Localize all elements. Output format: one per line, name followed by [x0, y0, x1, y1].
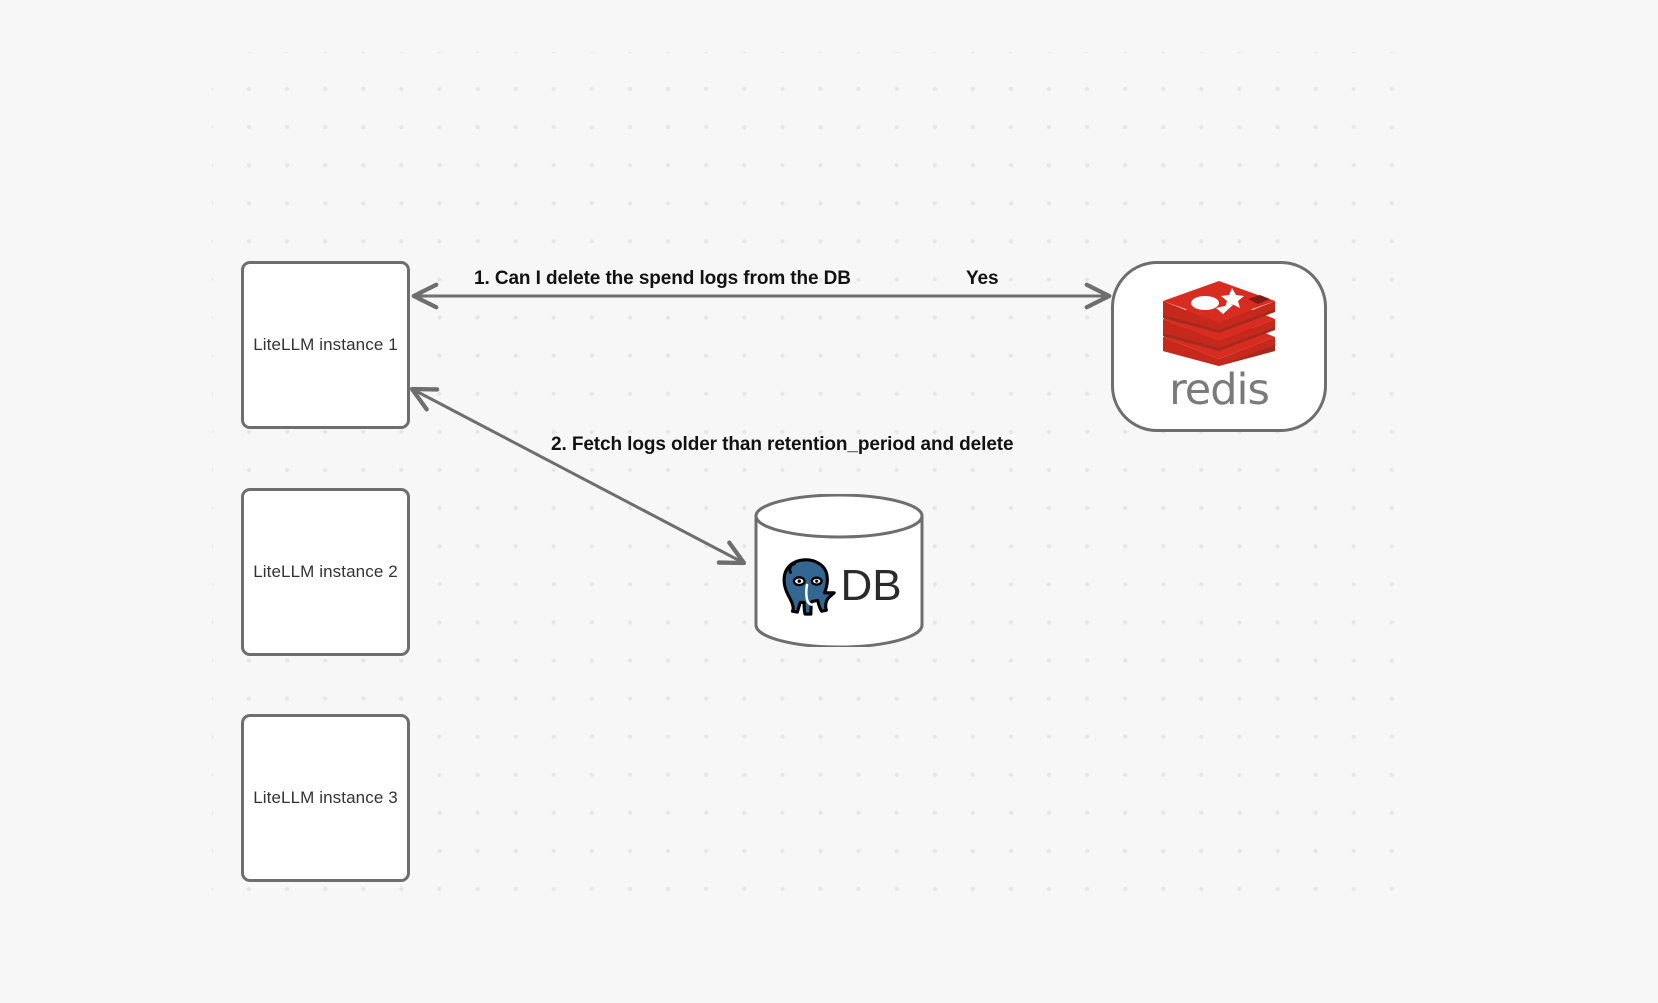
node-label: LiteLLM instance 2: [253, 562, 398, 581]
node-label: LiteLLM instance 1: [253, 335, 398, 354]
node-db[interactable]: DB: [753, 494, 925, 647]
node-litellm-instance-2[interactable]: LiteLLM instance 2: [241, 488, 410, 656]
redis-logo-icon: [1163, 281, 1275, 366]
db-label: DB: [840, 560, 902, 610]
edge-litellm1-db: [409, 386, 747, 566]
db-logo-group: DB: [753, 494, 925, 647]
node-litellm-instance-1[interactable]: LiteLLM instance 1: [241, 261, 410, 429]
edge-label-step-1: 1. Can I delete the spend logs from the …: [474, 268, 851, 289]
edge-label-yes: Yes: [966, 268, 999, 289]
redis-wordmark: redis: [1169, 365, 1270, 415]
cylinder-shape: [754, 494, 924, 647]
node-label: LiteLLM instance 3: [253, 788, 398, 807]
node-litellm-instance-3[interactable]: LiteLLM instance 3: [241, 714, 410, 882]
node-redis[interactable]: redis: [1111, 261, 1327, 432]
postgresql-elephant-icon: [783, 557, 837, 616]
edge-label-step-2: 2. Fetch logs older than retention_perio…: [551, 434, 1014, 455]
redis-logo-group: redis: [1160, 281, 1278, 412]
